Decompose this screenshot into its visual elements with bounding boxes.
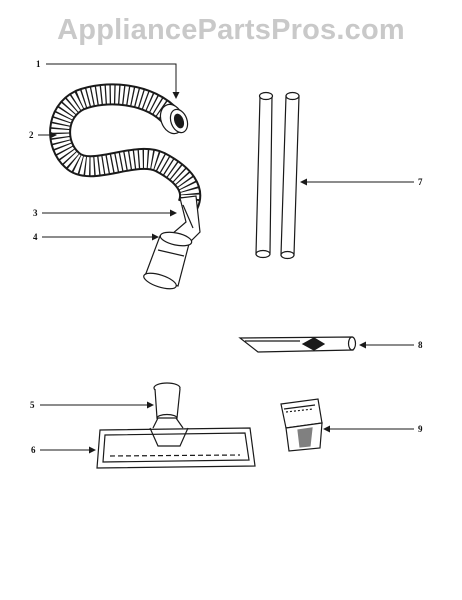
leader-lines bbox=[38, 63, 414, 454]
hose-cuff bbox=[159, 103, 189, 135]
callout-5: 5 bbox=[30, 400, 35, 410]
watermark-text: AppliancePartsPros.com bbox=[57, 14, 405, 46]
callout-6: 6 bbox=[31, 445, 36, 455]
callout-3: 3 bbox=[33, 208, 38, 218]
callout-8: 8 bbox=[418, 340, 423, 350]
floor-tool-neck bbox=[152, 382, 184, 429]
flexible-hose bbox=[49, 83, 202, 210]
callout-1: 1 bbox=[36, 59, 41, 69]
floor-tool-head bbox=[96, 427, 256, 469]
callout-9: 9 bbox=[418, 424, 423, 434]
crevice-tool bbox=[238, 336, 357, 353]
hose-handle-end bbox=[143, 231, 193, 290]
extension-wands bbox=[255, 91, 300, 260]
callout-2: 2 bbox=[29, 130, 34, 140]
callout-4: 4 bbox=[33, 232, 38, 242]
upholstery-tool bbox=[280, 398, 323, 452]
callout-7: 7 bbox=[418, 177, 423, 187]
